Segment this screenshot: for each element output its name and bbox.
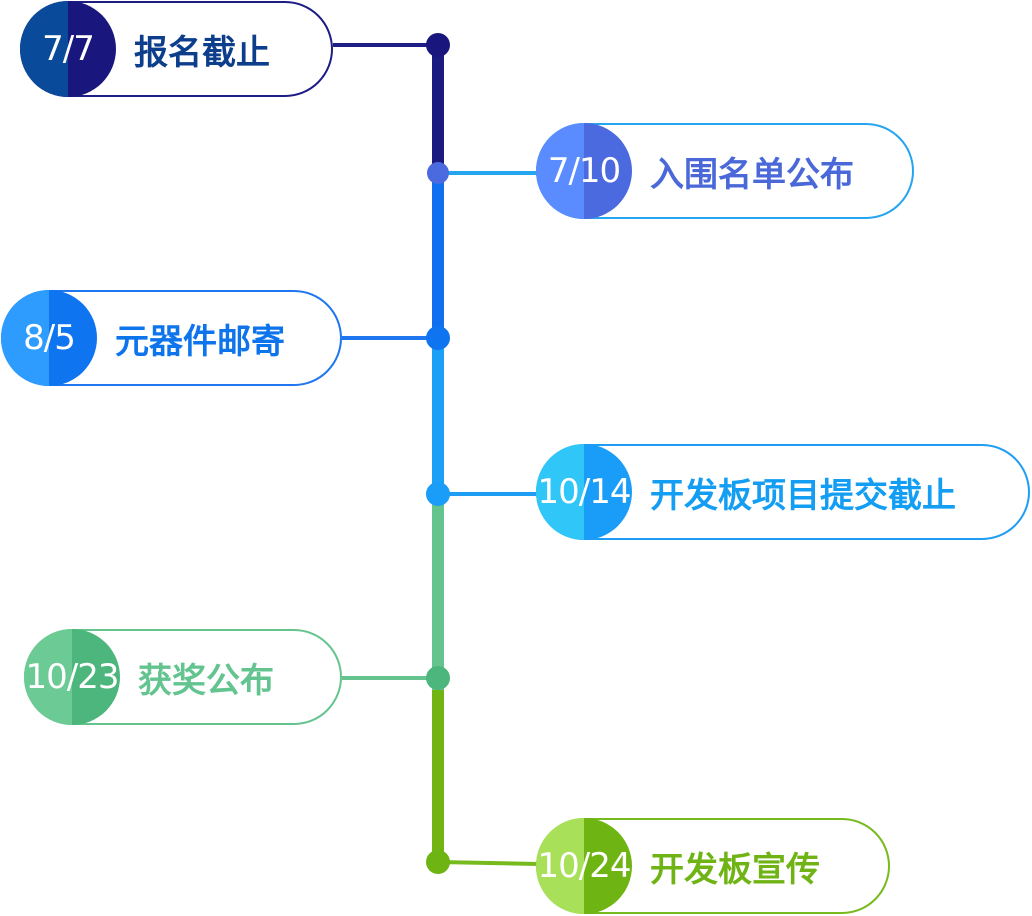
timeline-node <box>426 666 450 690</box>
event-label: 元器件邮寄 <box>115 321 285 362</box>
timeline-node <box>426 482 450 506</box>
date-badge: 7/10 <box>536 123 632 219</box>
date-text: 7/7 <box>42 29 95 69</box>
date-badge: 8/5 <box>1 290 97 386</box>
timeline-connectors <box>333 43 539 866</box>
event-pill: 10/14 开发板项目提交截止 <box>536 444 1030 540</box>
date-text: 10/24 <box>537 846 632 886</box>
date-badge: 7/7 <box>20 1 116 97</box>
event-pill: 10/24 开发板宣传 <box>536 818 890 914</box>
timeline-node <box>426 326 450 350</box>
timeline-nodes <box>426 33 450 874</box>
date-text: 7/10 <box>547 151 621 191</box>
event-label: 入围名单公布 <box>650 154 854 195</box>
date-text: 10/14 <box>537 472 632 512</box>
timeline-node <box>426 33 450 57</box>
event-label: 开发板项目提交截止 <box>650 475 956 516</box>
date-badge: 10/24 <box>536 818 632 914</box>
connector-line <box>437 860 539 866</box>
event-label: 获奖公布 <box>138 660 274 701</box>
event-label: 报名截止 <box>134 32 270 73</box>
event-pill: 7/7 报名截止 <box>20 1 333 97</box>
timeline-node <box>426 850 450 874</box>
date-text: 10/23 <box>25 657 120 697</box>
event-pill: 8/5 元器件邮寄 <box>1 290 342 386</box>
date-badge: 10/14 <box>536 444 632 540</box>
event-pill: 7/10 入围名单公布 <box>536 123 914 219</box>
event-pill: 10/23 获奖公布 <box>24 629 342 725</box>
timeline-node <box>427 162 449 184</box>
date-badge: 10/23 <box>24 629 120 725</box>
date-text: 8/5 <box>23 318 76 358</box>
event-label: 开发板宣传 <box>650 849 820 890</box>
